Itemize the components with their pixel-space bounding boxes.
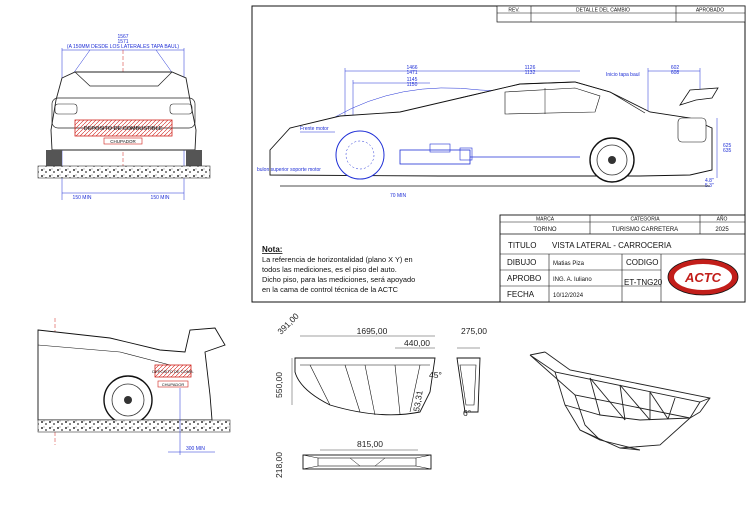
rear-min-label: 300 MIN	[186, 446, 205, 452]
rev-header: REV.	[508, 8, 519, 14]
dim-440: 440,00	[404, 338, 430, 348]
categoria-value: TURISMO CARRETERA	[612, 227, 678, 233]
revision-table: REV. DETALLE DEL CAMBIO APROBADO	[496, 5, 746, 23]
front-dim-1571: 1571	[117, 39, 128, 45]
dim-45: 45°	[429, 370, 442, 380]
dim-602: 602	[671, 65, 680, 71]
titulo-value: VISTA LATERAL - CARROCERIA	[552, 241, 672, 250]
dim-1150: 1150	[407, 82, 418, 88]
dim-1695: 1695,00	[357, 326, 388, 336]
aprobo-value: ING. A. Iuliano	[553, 277, 592, 283]
anio-value: 2025	[715, 227, 729, 233]
side-view-panel: REV. DETALLE DEL CAMBIO APROBADO 1466 14…	[251, 5, 746, 303]
note-line-2: todos las mediciones, es el piso del aut…	[262, 265, 397, 274]
actc-logo: ACTC	[667, 258, 739, 296]
dim-391: 391,00	[275, 311, 301, 337]
dim-635: 635	[723, 148, 732, 154]
aprobo-label: APROBO	[507, 274, 541, 283]
front-tank-label: DEPOSITO DE COMBUSTIBLE	[84, 126, 163, 132]
inicio-tapa-label: Inicio tapa baul	[606, 72, 640, 78]
detalle-header: DETALLE DEL CAMBIO	[576, 8, 630, 14]
marca-value: TORINO	[533, 227, 557, 233]
rear-chupador-label: CHUPADOR	[162, 382, 185, 387]
dim-625: 625	[723, 143, 732, 149]
dim-1145: 1145	[407, 77, 418, 83]
dim-275: 275,00	[461, 326, 487, 336]
anio-header: AÑO	[717, 216, 728, 223]
codigo-value: ET-TNG20	[624, 278, 663, 287]
front-chupador-label: CHUPADOR	[110, 139, 136, 144]
note-line-4: en la cama de control técnica de la ACTC	[262, 285, 399, 294]
rear-tank-label: DEPOSITO DE COMB.	[152, 369, 194, 374]
fecha-value: 10/12/2024	[553, 293, 584, 299]
dim-815: 815,00	[357, 439, 383, 449]
title-block: MARCA CATEGORIA AÑO TORINO TURISMO CARRE…	[499, 214, 746, 303]
note-line-1: La referencia de horizontalidad (plano X…	[262, 255, 413, 264]
titulo-label: TITULO	[508, 241, 536, 250]
frente-motor-label: Frente motor	[300, 126, 329, 132]
dibujo-label: DIBUJO	[507, 258, 536, 267]
bulon-label: bulon superior soporte motor	[257, 167, 321, 173]
dim-1466: 1466	[406, 65, 417, 71]
rear-detail-view: DEPOSITO DE COMB. CHUPADOR 300 MIN	[37, 318, 231, 455]
dim-550: 550,00	[274, 372, 284, 398]
note-block: Nota: La referencia de horizontalidad (p…	[262, 245, 415, 294]
front-min-left: 150 MIN	[73, 195, 92, 201]
dim-1126: 1126	[525, 65, 536, 71]
marca-header: MARCA	[536, 217, 555, 223]
front-view: 1567 1571 (A 150MM DESDE LOS LATERALES T…	[37, 34, 211, 201]
dim-1471: 1471	[406, 70, 417, 76]
codigo-label: CODIGO	[626, 258, 658, 267]
note-title: Nota:	[262, 245, 282, 254]
dim-6: 6°	[463, 408, 471, 418]
note-line-3: Dicho piso, para las mediciones, será ap…	[262, 275, 415, 284]
front-top-note: (A 150MM DESDE LOS LATERALES TAPA BAUL)	[67, 44, 180, 50]
dim-218: 218,00	[274, 452, 284, 478]
fecha-label: FECHA	[507, 290, 535, 299]
front-dim-1567: 1567	[117, 34, 128, 40]
dim-1132: 1132	[525, 70, 536, 76]
logo-text: ACTC	[684, 270, 722, 285]
aprobado-header: APROBADO	[696, 8, 724, 14]
dim-48: 4.8"	[705, 178, 714, 184]
dim-5331: 53,31	[411, 389, 425, 412]
dim-608: 608	[671, 70, 680, 76]
frame-dimension-views: 1695,00 440,00 391,00 550,00 53,31 45° 2…	[274, 311, 487, 478]
front-min-right: 150 MIN	[151, 195, 170, 201]
min-70-label: 70 MIN	[390, 193, 407, 199]
isometric-frame	[529, 351, 711, 451]
categoria-header: CATEGORIA	[630, 217, 660, 223]
dibujo-value: Matias Piza	[553, 261, 585, 267]
